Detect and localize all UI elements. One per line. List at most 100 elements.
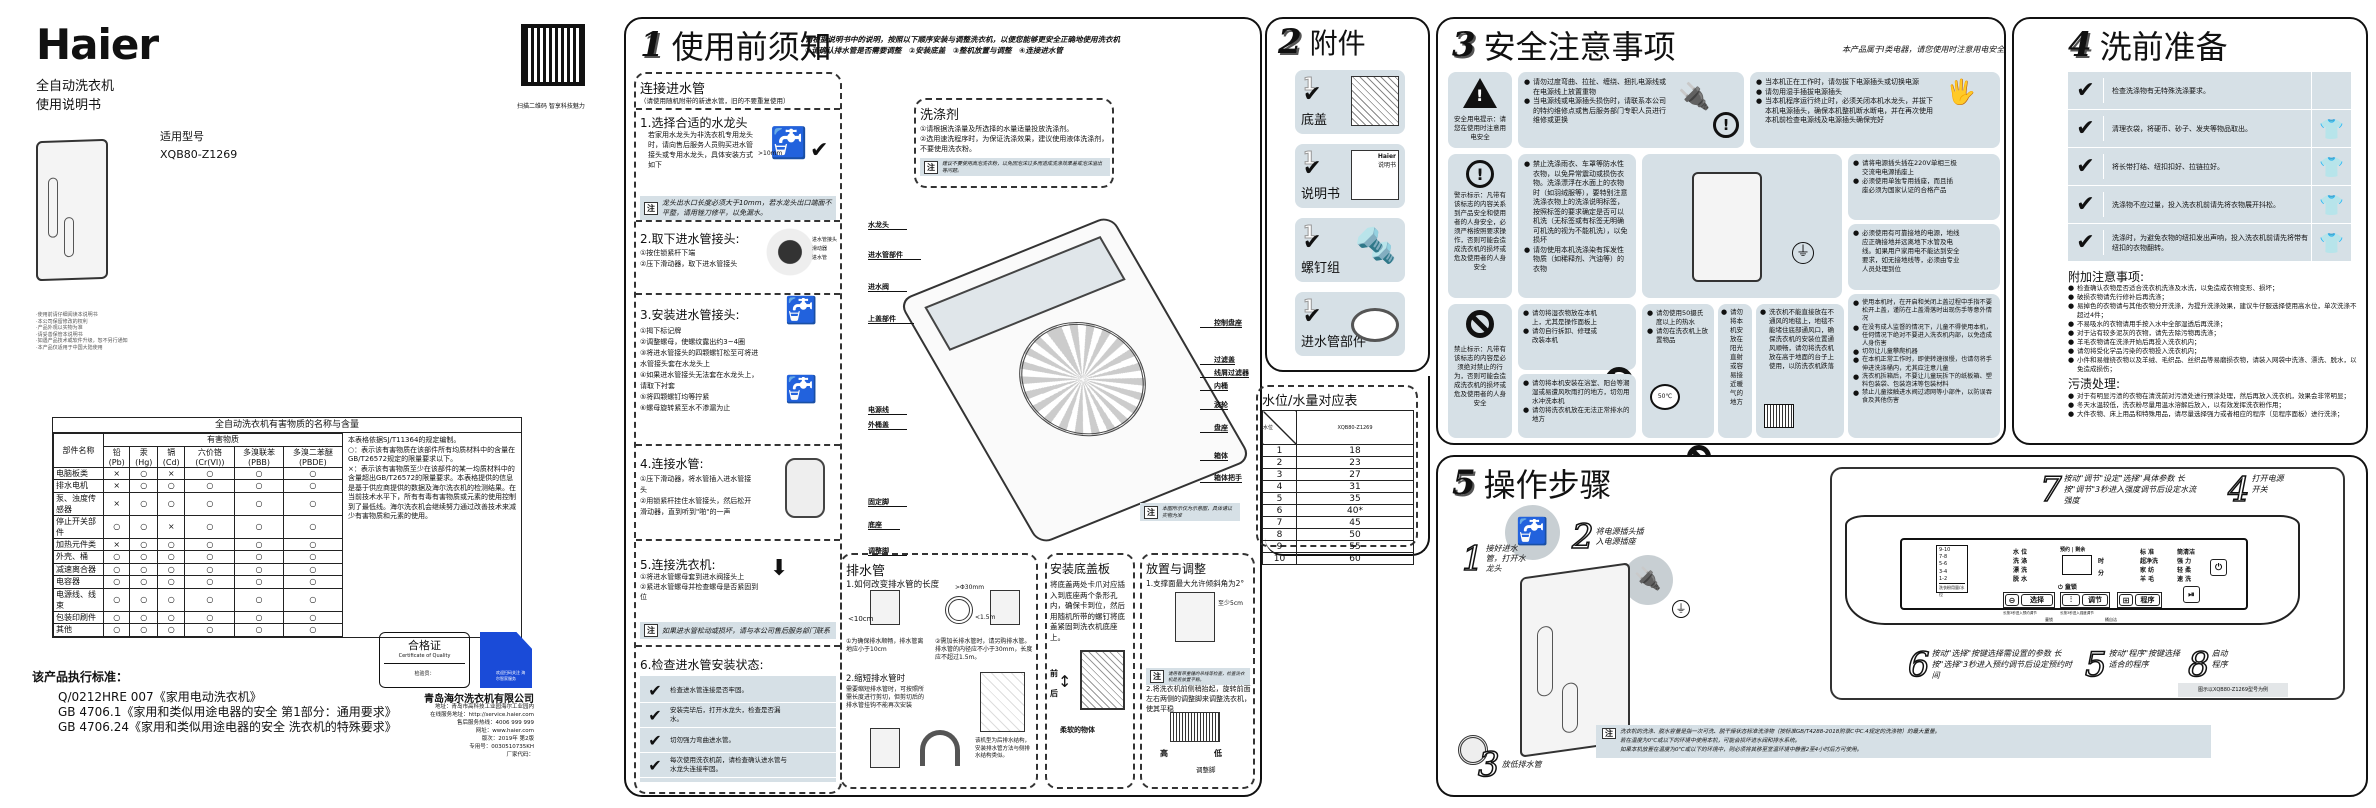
- updown-arrow-icon: ↕: [1058, 672, 1072, 691]
- hazard-cell: ○: [129, 623, 159, 637]
- stain-note: 对于有明显污渍的衣物在清洗前对污渍处进行预涂处理，然后再放入洗衣机，效果会非常明…: [2068, 392, 2358, 401]
- hazard-cell: ○: [129, 514, 159, 539]
- hazard-cell: ○: [157, 550, 186, 564]
- step6-title: 6.检查进水管安装状态:: [640, 658, 764, 672]
- hazard-cell: ○: [129, 610, 159, 624]
- brand-logo: Haier: [36, 20, 159, 69]
- accessory-label: 说明书: [1301, 187, 1341, 202]
- pre-wash-item: ✔检查洗涤物有无特殊洗涤要求。: [2068, 72, 2351, 110]
- hazard-cell: ○: [234, 537, 284, 551]
- safety-unplug: 当本机正在工作时，请勿拔下电源插头或切换电源请勿用湿手插拔电源插头当本机程序运行…: [1750, 72, 2000, 193]
- divider: [636, 539, 840, 541]
- pre-wash-item: ✔将长带打结、纽扣扣好、拉链拉好。👕: [2068, 148, 2351, 186]
- water-volume: 18: [1296, 444, 1414, 457]
- drain-hose-box: [840, 553, 1038, 789]
- part-name: 外壳、桶: [53, 550, 104, 564]
- child-lock-indicator: ⏻ 童锁: [2058, 584, 2077, 591]
- program-indicator: 筒清洁: [2177, 549, 2196, 556]
- hazard-column-header: 多溴二苯醚(PBDE): [282, 445, 344, 468]
- checkmark-icon: ✔: [2068, 230, 2104, 255]
- program-button[interactable]: 程序: [2135, 594, 2160, 606]
- water-level: 5: [1262, 492, 1297, 505]
- placement-sub1: 1.支撑面最大允许倾斜角为2°: [1146, 579, 1245, 588]
- placement-note: 注请用有带重锤的吊线等检查，检查洗衣机是否放置平稳。: [1146, 668, 1250, 685]
- caution-icon: !: [1713, 112, 1739, 138]
- safety-children: 使用本机时，在开启和关闭上盖过程中手指不要松开上盖，谨防在上盖滑落时出现伤手等意…: [1848, 294, 2000, 542]
- drain-max-length-label: <1.5m: [975, 614, 996, 621]
- high-label: 高: [1160, 749, 1168, 758]
- safety-socket: 请将电源插头插在220V单相三极交流电电源插座上必须使用单独专用插座，而且插座必…: [1848, 154, 2000, 248]
- step3-title: 3.安装进水管接头:: [640, 308, 740, 322]
- hazard-cell: ○: [234, 610, 284, 624]
- panel-caption: 图示以XQB80-Z1269型号为例: [2178, 683, 2288, 697]
- diagram-label: 箱体: [1200, 453, 1228, 461]
- water-level-option: 1-2: [1939, 575, 1948, 582]
- step3-list: ①揭下标记牌 ②调整螺母，使螺纹露出约3~4圈 ③将进水管接头的四颗螺钉松至可将…: [640, 327, 759, 412]
- base-cover-box: [1045, 553, 1135, 789]
- water-level-option: 9-10: [1939, 547, 1951, 553]
- model-number: XQB80-Z1269: [160, 148, 238, 161]
- extra-note: 对于沾有较多泥灰的衣物，请先去除污物再洗涤；: [2068, 329, 2358, 338]
- param-indicator: 洗 涤: [2013, 558, 2028, 565]
- pre-wash-item: ✔清理衣袋，将硬币、砂子、发夹等物品取出。👕: [2068, 110, 2351, 148]
- water-level: 2: [1262, 456, 1297, 469]
- divider: [636, 293, 840, 295]
- blank-cell: [2311, 72, 2351, 109]
- doc-title: 使用说明书: [36, 98, 102, 113]
- hazard-row: 减速离合器○○○○○○: [53, 562, 344, 576]
- hazard-cell: ○: [234, 587, 284, 612]
- water-level: 10: [1262, 552, 1297, 565]
- adjust-hint: 长按3秒进入强度调节: [2060, 611, 2094, 615]
- hazard-cell: ○: [184, 562, 236, 576]
- water-level: 6: [1262, 504, 1297, 517]
- quantity-badge: 1: [1303, 296, 1316, 318]
- checklist-item: ✔安装完毕后，打开水龙头，检查是否漏水。: [640, 703, 836, 728]
- stain-notes: 对于有明显污渍的衣物在清洗前对污渍处进行预涂处理，然后再放入洗衣机，效果会非常明…: [2068, 392, 2358, 419]
- adjust-icon[interactable]: ⫶: [2062, 594, 2080, 606]
- service-badge: 欢迎扫码关注 海尔智家服务: [480, 632, 532, 688]
- hose-coil-icon: [945, 596, 973, 624]
- stain-title: 污渍处理:: [2068, 377, 2121, 391]
- drain-length-label: <10cm: [848, 615, 874, 623]
- connect-title: 连接进水管: [640, 82, 706, 97]
- adjust-button-group: ⫶ 调节: [2060, 592, 2110, 608]
- hazard-column-header: 铅(Pb): [102, 445, 131, 468]
- adjust-button[interactable]: 调节: [2082, 594, 2108, 606]
- hazard-cell: ○: [102, 610, 131, 624]
- base-cover-title: 安装底盖板: [1050, 562, 1111, 576]
- extra-note: 请勿将受化学品污染的衣物投入洗衣机内；: [2068, 347, 2358, 356]
- minus-icon[interactable]: ⊖: [2005, 594, 2019, 606]
- accessory-label: 底盖: [1301, 113, 1328, 128]
- lock-hint: 童锁: [2045, 617, 2053, 622]
- detergent-list: ①请根据洗涤量及所选择的水量适量投放洗涤剂。 ②选用速洗程序时，为保证洗涤效果，…: [920, 125, 1109, 153]
- hazard-cell: ○: [184, 537, 236, 551]
- checkmark-icon: ✔: [648, 680, 662, 700]
- company-name: 青岛海尔洗衣机有限公司: [424, 694, 534, 705]
- hazard-notes: 本表格依据SJ/T11364的规定编制。 ○：表示该有害物质在该部件所有均质材料…: [348, 436, 516, 520]
- water-level-option: 5-6: [1939, 561, 1948, 568]
- part-name: 泵、浊度传感器: [53, 491, 104, 516]
- clothes-pocket-icon: 👕: [2311, 110, 2351, 147]
- diagram-label: 盘座: [1200, 425, 1228, 433]
- power-button[interactable]: ⏻: [2210, 559, 2227, 576]
- grid-icon[interactable]: ⊞: [2119, 594, 2133, 606]
- diagram-label: 电源线: [868, 407, 907, 415]
- step2-list: ①按住锁紧杆下端 ②压下滑动器，取下进水管接头: [640, 249, 738, 268]
- pre-wash-item: ✔洗涤时，为避免衣物的纽扣发出声响，投入洗衣机前请先将带有纽扣的衣物翻转。👕: [2068, 224, 2351, 262]
- control-panel-callout: [1830, 467, 2345, 700]
- program-indicator: 轻 柔: [2177, 567, 2192, 574]
- diagram-note: 注本图所示仅为示意图，具体请以实物为准: [1140, 503, 1240, 521]
- hazard-cell: ○: [157, 491, 186, 516]
- faucet-icon: 🚰: [785, 375, 818, 405]
- start-pause-button[interactable]: ⏯: [2183, 586, 2200, 603]
- select-button[interactable]: 选择: [2021, 594, 2053, 606]
- display-top-label: 预约 | 剩余: [2060, 547, 2086, 553]
- drain-hose-loop-icon: [920, 730, 960, 766]
- checklist-item: ✔每次使用洗衣机前，请检查确认进水管与水龙头连接牢固。: [640, 753, 836, 778]
